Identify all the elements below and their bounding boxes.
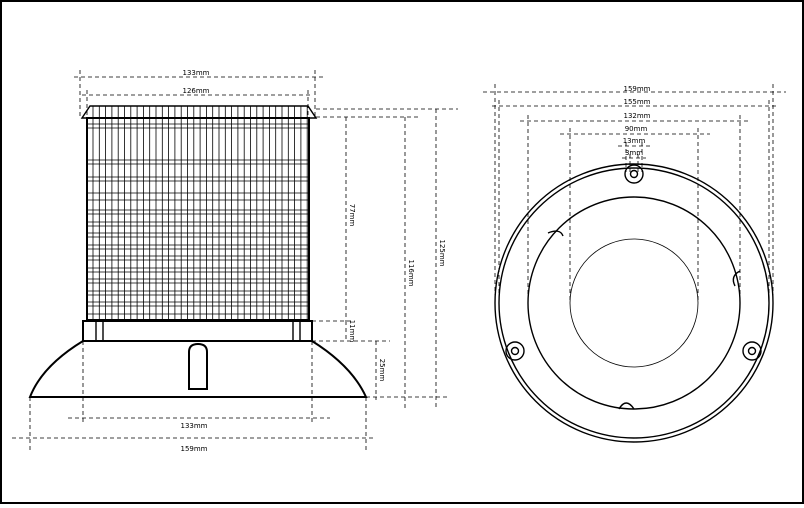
base-collar [82,320,313,342]
inner-rim [498,167,770,439]
mount-hole-left-outer [505,341,525,361]
mount-hole-left [510,346,520,356]
dim-label-top-inner: 126mm [183,87,210,95]
mount-hole-right [747,346,757,356]
lens-ring [527,196,741,410]
dim-label-top-outer: 133mm [183,69,210,77]
top-view: 159mm 155mm 132mm 90mm 13mm 3mm [483,84,786,443]
lens-grid [87,106,309,320]
base-dome [28,340,368,398]
dim-label-outer-dia: 159mm [624,85,651,93]
dim-label-lens-height: 77mm [348,204,356,227]
dim-label-collar-height: 11mm [348,320,356,343]
dim-label-base-outer: 159mm [181,445,208,453]
mount-hole-top [629,169,639,179]
notch-bottom [618,402,635,410]
dim-label-slot: 13mm [623,137,646,145]
dim-label-total-height-2: 125mm [438,240,446,267]
notch-right [732,270,741,287]
side-view: 133mm 126mm 77mm 11mm 25mm 116mm 125mm 1… [12,69,458,453]
center-circle [569,238,699,368]
mount-hole-right-outer [742,341,762,361]
dim-label-total-height-1: 116mm [407,260,415,287]
dim-label-dia-2: 155mm [624,98,651,106]
outer-rim [494,163,774,443]
dim-label-base-inner: 133mm [181,422,208,430]
notch-upper-left [547,230,564,237]
cable-slot [188,342,208,390]
dim-label-dia-3: 132mm [624,112,651,120]
dim-label-hole: 3mm [625,149,643,157]
lamp-cap [80,105,318,119]
dim-label-dome-height: 25mm [378,359,386,382]
mount-hole-top-outer [624,164,644,184]
dim-label-inner-dia: 90mm [625,125,648,133]
